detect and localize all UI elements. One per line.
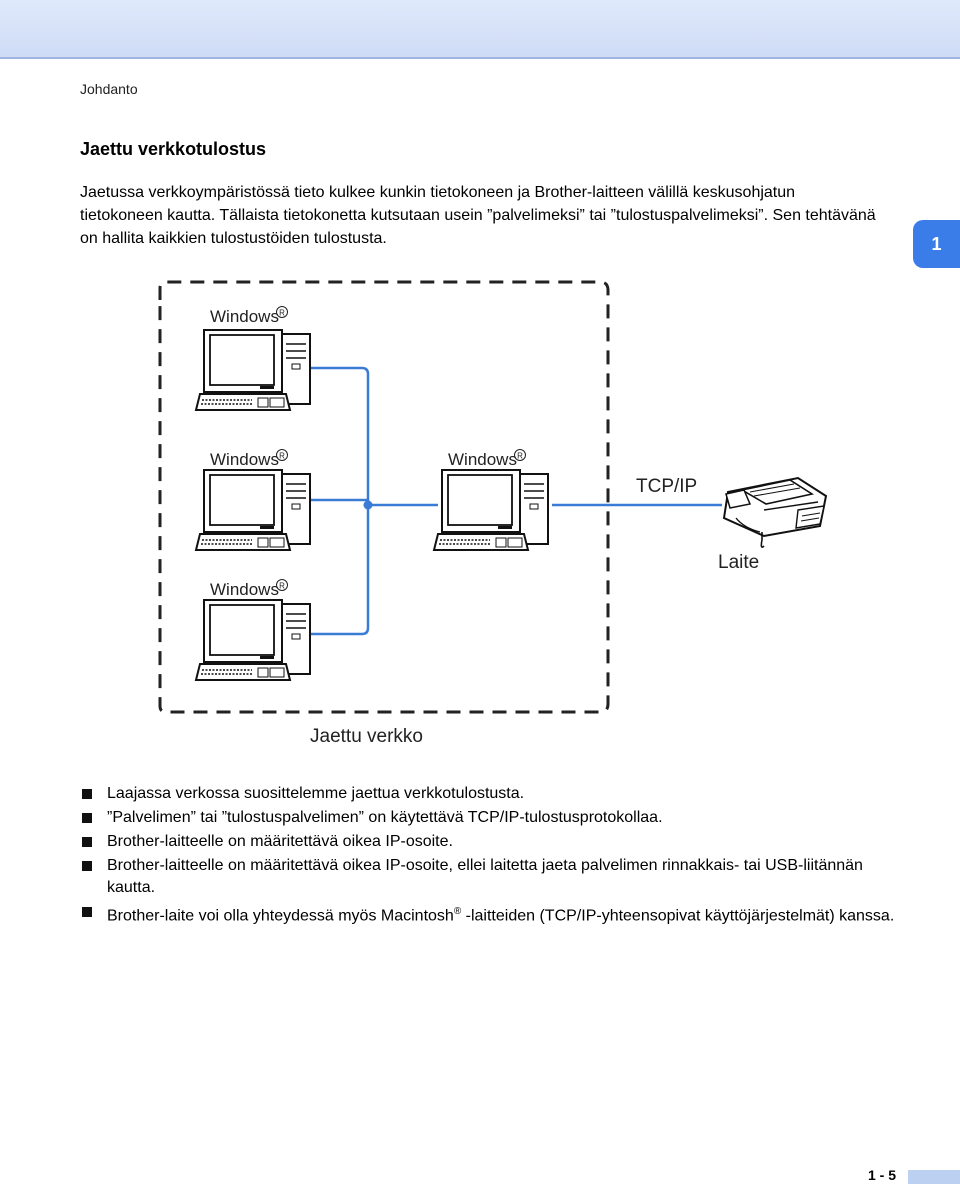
pc-label-top: Windows	[210, 307, 279, 326]
intro-paragraph: Jaetussa verkkoympäristössä tieto kulkee…	[80, 184, 876, 247]
svg-text:R: R	[517, 452, 523, 461]
chapter-tab[interactable]: 1	[913, 220, 960, 268]
pc-icon-middle-left	[195, 469, 311, 551]
svg-text:R: R	[279, 309, 285, 318]
svg-text:R: R	[279, 452, 285, 461]
list-item: Brother-laitteelle on määritettävä oikea…	[80, 855, 910, 899]
pc-icon-bottom	[195, 599, 311, 681]
page-number-bar	[908, 1170, 960, 1184]
device-label: Laite	[718, 552, 759, 573]
pc-icon-middle-right	[433, 469, 549, 551]
section-title: Jaettu verkkotulostus	[80, 139, 267, 159]
network-diagram: Windows Windows Windows Windows R R R R …	[158, 280, 828, 747]
pc-label-middle-right: Windows	[448, 450, 517, 469]
list-item: ”Palvelimen” tai ”tulostuspalvelimen” on…	[80, 807, 910, 829]
registered-mark-icon: R R R R	[276, 306, 526, 591]
list-item: Brother-laite voi olla yhteydessä myös M…	[80, 901, 910, 927]
page-number: 1 - 5	[868, 1167, 897, 1183]
network-hub	[363, 500, 373, 510]
protocol-label: TCP/IP	[636, 476, 697, 497]
network-cable-bottom	[290, 500, 370, 636]
bullet-square-icon	[82, 837, 92, 847]
top-header-band	[0, 0, 960, 59]
svg-text:R: R	[279, 582, 285, 591]
network-label: Jaettu verkko	[310, 726, 423, 747]
printer-device-icon	[722, 476, 828, 548]
pc-label-bottom: Windows	[210, 580, 279, 599]
bullet-list: Laajassa verkossa suosittelemme jaettua …	[80, 783, 910, 929]
list-item: Brother-laitteelle on määritettävä oikea…	[80, 831, 910, 853]
bullet-square-icon	[82, 789, 92, 799]
bullet-square-icon	[82, 813, 92, 823]
bullet-square-icon	[82, 907, 92, 917]
pc-label-middle-left: Windows	[210, 450, 279, 469]
bullet-square-icon	[82, 861, 92, 871]
running-header: Johdanto	[80, 81, 138, 97]
network-cable	[290, 366, 370, 502]
network-boundary	[158, 280, 610, 714]
pc-icon-top	[195, 329, 311, 411]
list-item: Laajassa verkossa suosittelemme jaettua …	[80, 783, 910, 805]
